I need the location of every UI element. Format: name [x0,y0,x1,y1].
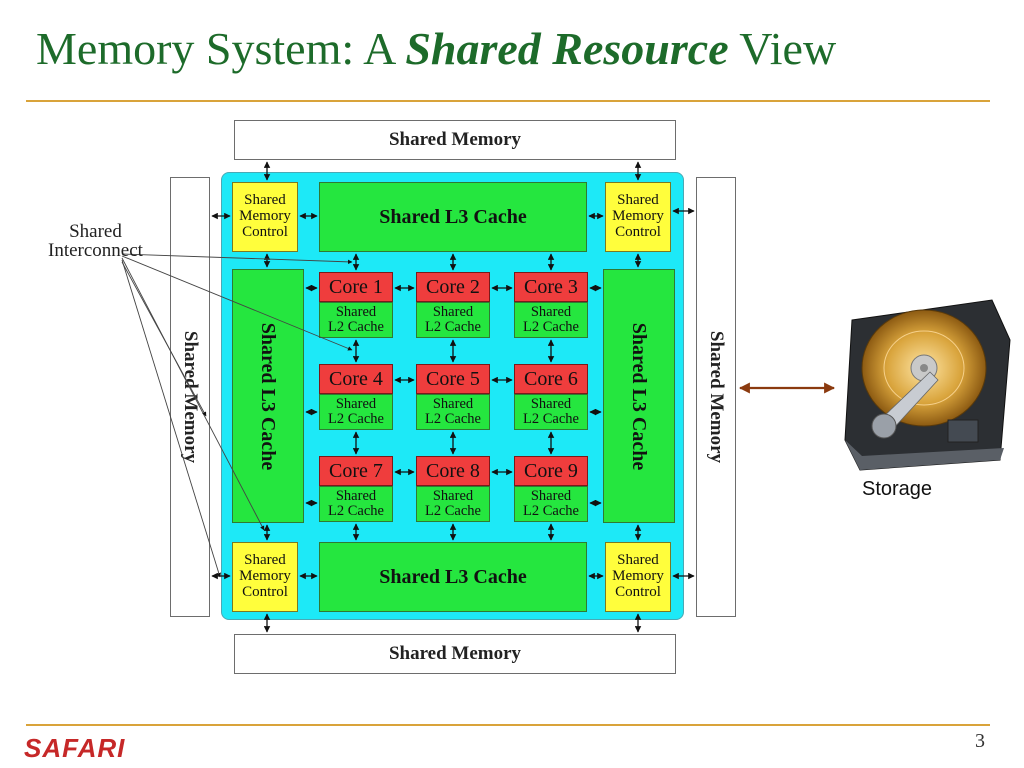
core-4: Core 4 [319,364,393,394]
slide-title: Memory System: A Shared Resource View [36,23,837,74]
shared-memory-left: Shared Memory [170,177,210,617]
shared-l3-cache-left: Shared L3 Cache [232,269,304,523]
shared-l3-cache-right: Shared L3 Cache [603,269,675,523]
shared-l3-cache-bottom: Shared L3 Cache [319,542,587,612]
shared-memory-right: Shared Memory [696,177,736,617]
bus-arrows [211,161,695,633]
core-7: Core 7 [319,456,393,486]
core-5: Core 5 [416,364,490,394]
shared-l3-cache-top: Shared L3 Cache [319,182,587,252]
core-6: Core 6 [514,364,588,394]
core-3: Core 3 [514,272,588,302]
core-2: Core 2 [416,272,490,302]
shared-memory-bottom: Shared Memory [234,634,676,674]
safari-logo: SAFARI [24,733,126,763]
storage-label: Storage [862,478,933,500]
core-8: Core 8 [416,456,490,486]
core-9: Core 9 [514,456,588,486]
footer-divider [26,724,990,726]
title-divider [26,100,990,102]
hard-disk-drive-icon [844,299,1011,471]
page-number: 3 [975,730,985,752]
shared-memory-top: Shared Memory [234,120,676,160]
interconnect-pointers [121,253,353,578]
core-1: Core 1 [319,272,393,302]
